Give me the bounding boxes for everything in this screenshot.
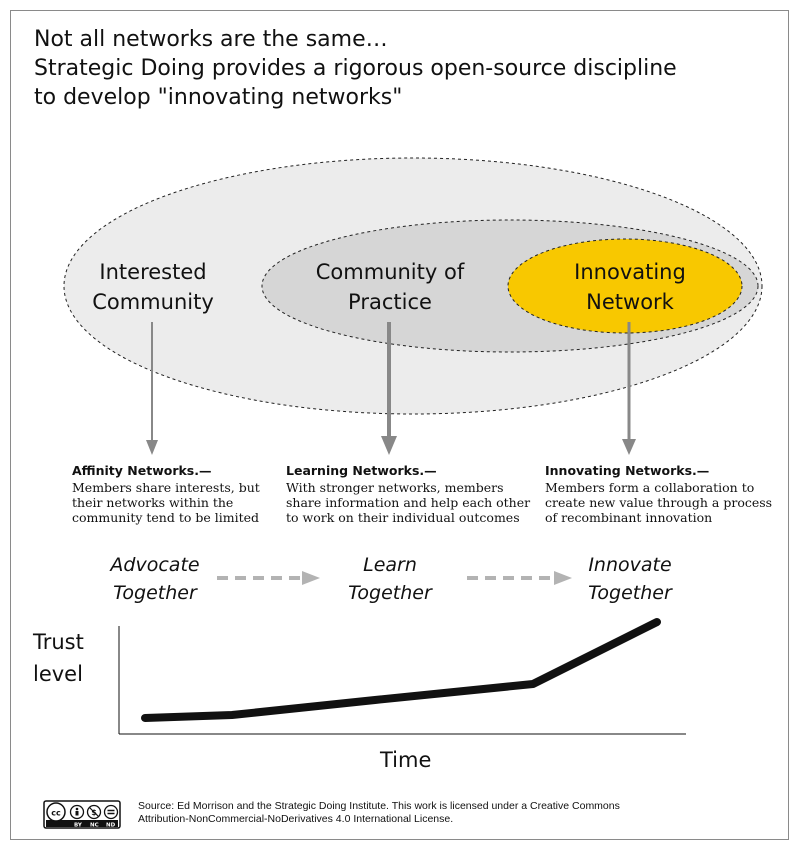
noderivatives-icon xyxy=(103,804,119,820)
down-arrow-learning xyxy=(381,322,397,455)
heading-line-2: Strategic Doing provides a rigorous open… xyxy=(34,56,677,81)
cc-license-badge: cc $ BY NC ND xyxy=(43,800,121,829)
heading-line-3: to develop "innovating networks" xyxy=(34,85,403,110)
community-of-practice-label: Community of Practice xyxy=(315,260,465,314)
svg-text:cc: cc xyxy=(51,809,61,818)
phase-learn-together: Learn Together xyxy=(348,554,432,604)
innovating-network-ellipse xyxy=(507,238,743,334)
learning-networks-description: Learning Networks.— With stronger networ… xyxy=(286,463,531,525)
cc-icon xyxy=(46,802,66,822)
innovating-network-label: Innovating Network xyxy=(574,260,686,314)
innovating-networks-description: Innovating Networks.— Members form a col… xyxy=(545,463,773,525)
dashed-arrow-advocate-to-learn xyxy=(217,571,320,585)
y-axis-label: Trust level xyxy=(33,630,84,686)
phase-innovate-together: Innovate Together xyxy=(588,554,672,604)
affinity-networks-description: Affinity Networks.— Members share intere… xyxy=(72,463,260,525)
heading-line-1: Not all networks are the same… xyxy=(34,27,388,52)
interested-community-label: Interested Community xyxy=(92,260,214,314)
phase-advocate-together: Advocate Together xyxy=(110,554,200,604)
down-arrow-innovating xyxy=(622,322,636,455)
badge-nd: ND xyxy=(106,822,116,828)
affinity-networks-title: Affinity Networks.— xyxy=(72,463,212,478)
figure-frame xyxy=(10,10,789,840)
innovating-networks-title: Innovating Networks.— xyxy=(545,463,710,478)
badge-nc: NC xyxy=(90,822,99,828)
trust-level-line xyxy=(141,618,661,722)
learning-networks-title: Learning Networks.— xyxy=(286,463,437,478)
badge-by: BY xyxy=(74,822,83,828)
license-text: Source: Ed Morrison and the Strategic Do… xyxy=(138,800,620,825)
down-arrow-affinity xyxy=(146,322,158,455)
x-axis-label: Time xyxy=(380,748,432,772)
dashed-arrow-learn-to-innovate xyxy=(467,571,572,585)
